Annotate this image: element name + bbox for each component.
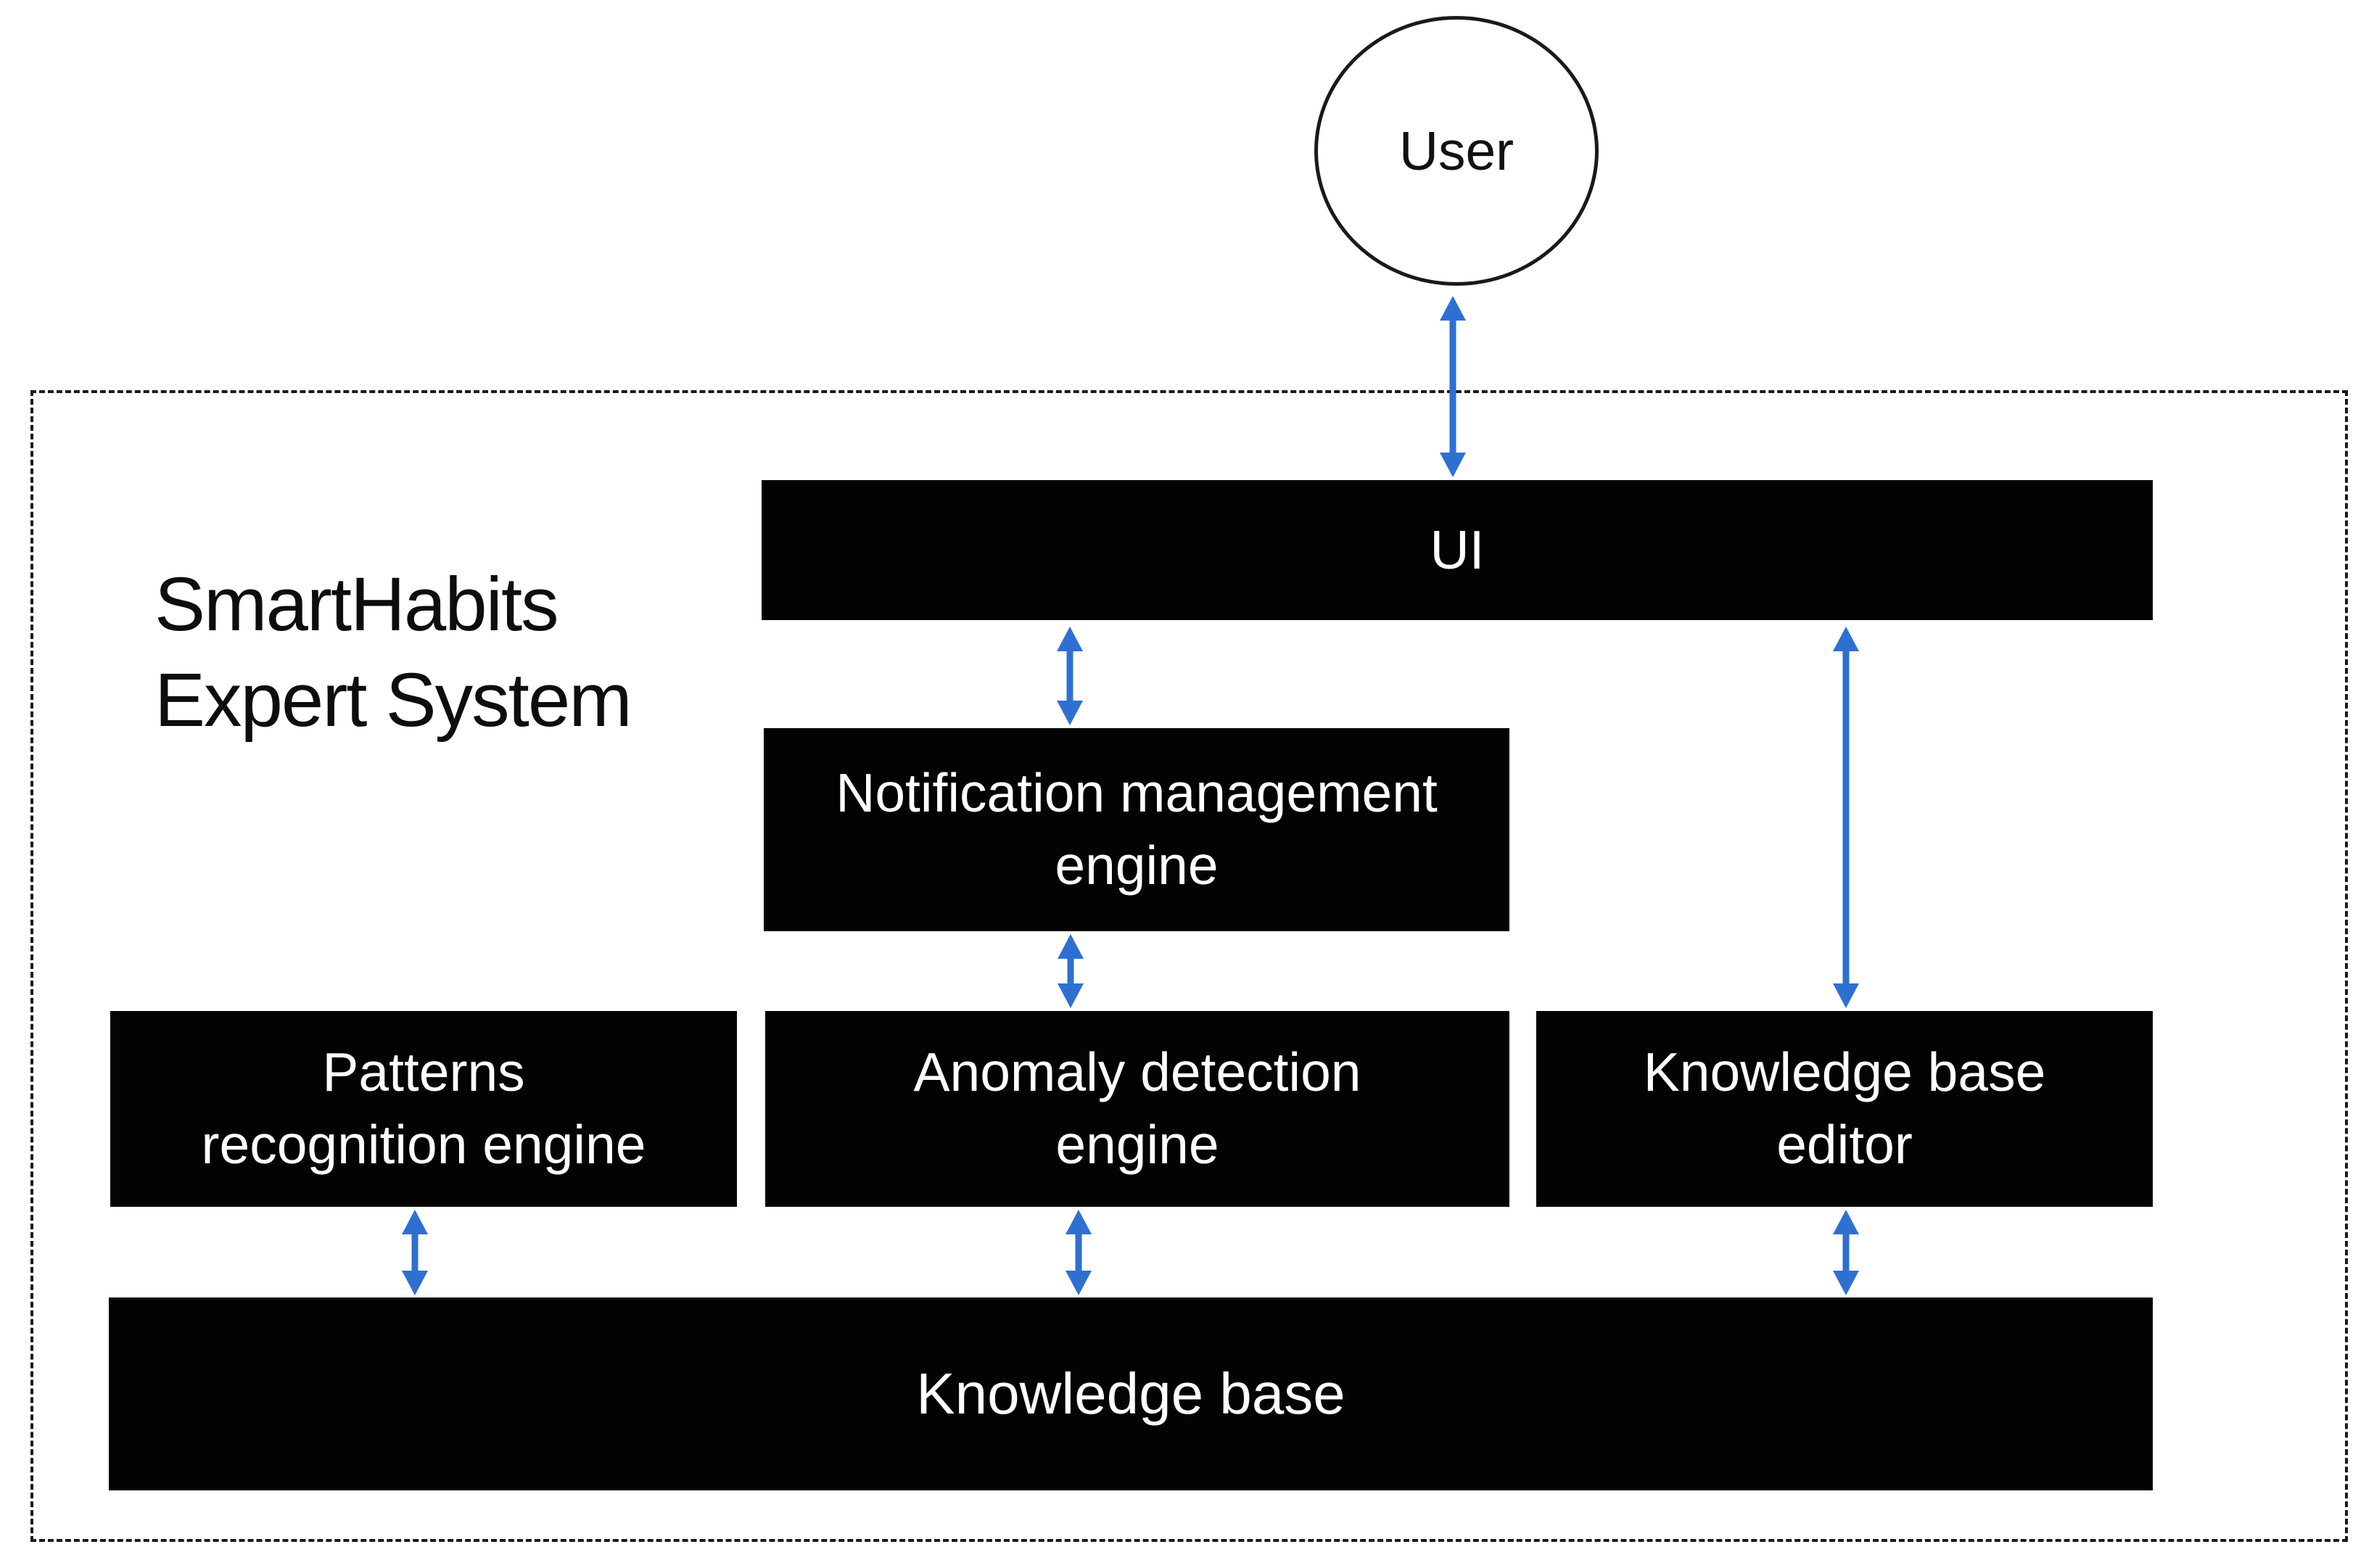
node-knowledge-base: Knowledge base bbox=[109, 1297, 2153, 1490]
arrow-shaft bbox=[1067, 954, 1074, 988]
user-actor-label: User bbox=[1398, 120, 1514, 181]
arrow-ui-notification bbox=[1057, 627, 1083, 725]
arrow-shaft bbox=[1842, 647, 1850, 988]
arrow-shaft bbox=[411, 1230, 419, 1275]
node-ui-label: UI bbox=[1430, 519, 1485, 580]
arrow-notification-anomaly bbox=[1058, 934, 1084, 1008]
node-notification-management-engine: Notification management engine bbox=[764, 728, 1509, 931]
node-notification-label: Notification management engine bbox=[836, 762, 1438, 896]
arrow-ui-kb-editor bbox=[1833, 627, 1859, 1008]
arrow-shaft bbox=[1449, 316, 1456, 457]
node-ui: UI bbox=[762, 480, 2153, 620]
arrow-anomaly-kb bbox=[1066, 1210, 1092, 1295]
arrow-shaft bbox=[1066, 647, 1073, 705]
user-actor-circle: User bbox=[1314, 16, 1599, 286]
system-title: SmartHabits Expert System bbox=[154, 562, 632, 743]
node-anomaly-detection-engine: Anomaly detection engine bbox=[765, 1011, 1509, 1207]
node-anomaly-label: Anomaly detection engine bbox=[913, 1041, 1361, 1175]
arrow-shaft bbox=[1842, 1230, 1850, 1275]
node-knowledge-base-editor: Knowledge base editor bbox=[1536, 1011, 2153, 1207]
arrow-user-ui bbox=[1440, 296, 1466, 477]
arrow-kb-editor-kb bbox=[1833, 1210, 1859, 1295]
node-patterns-label: Patterns recognition engine bbox=[201, 1041, 646, 1175]
node-patterns-recognition-engine: Patterns recognition engine bbox=[110, 1011, 737, 1207]
arrow-patterns-kb bbox=[402, 1210, 428, 1295]
arrow-shaft bbox=[1075, 1230, 1082, 1275]
node-knowledge-base-label: Knowledge base bbox=[916, 1361, 1345, 1426]
node-kb-editor-label: Knowledge base editor bbox=[1643, 1041, 2046, 1175]
system-boundary bbox=[30, 390, 2348, 1542]
